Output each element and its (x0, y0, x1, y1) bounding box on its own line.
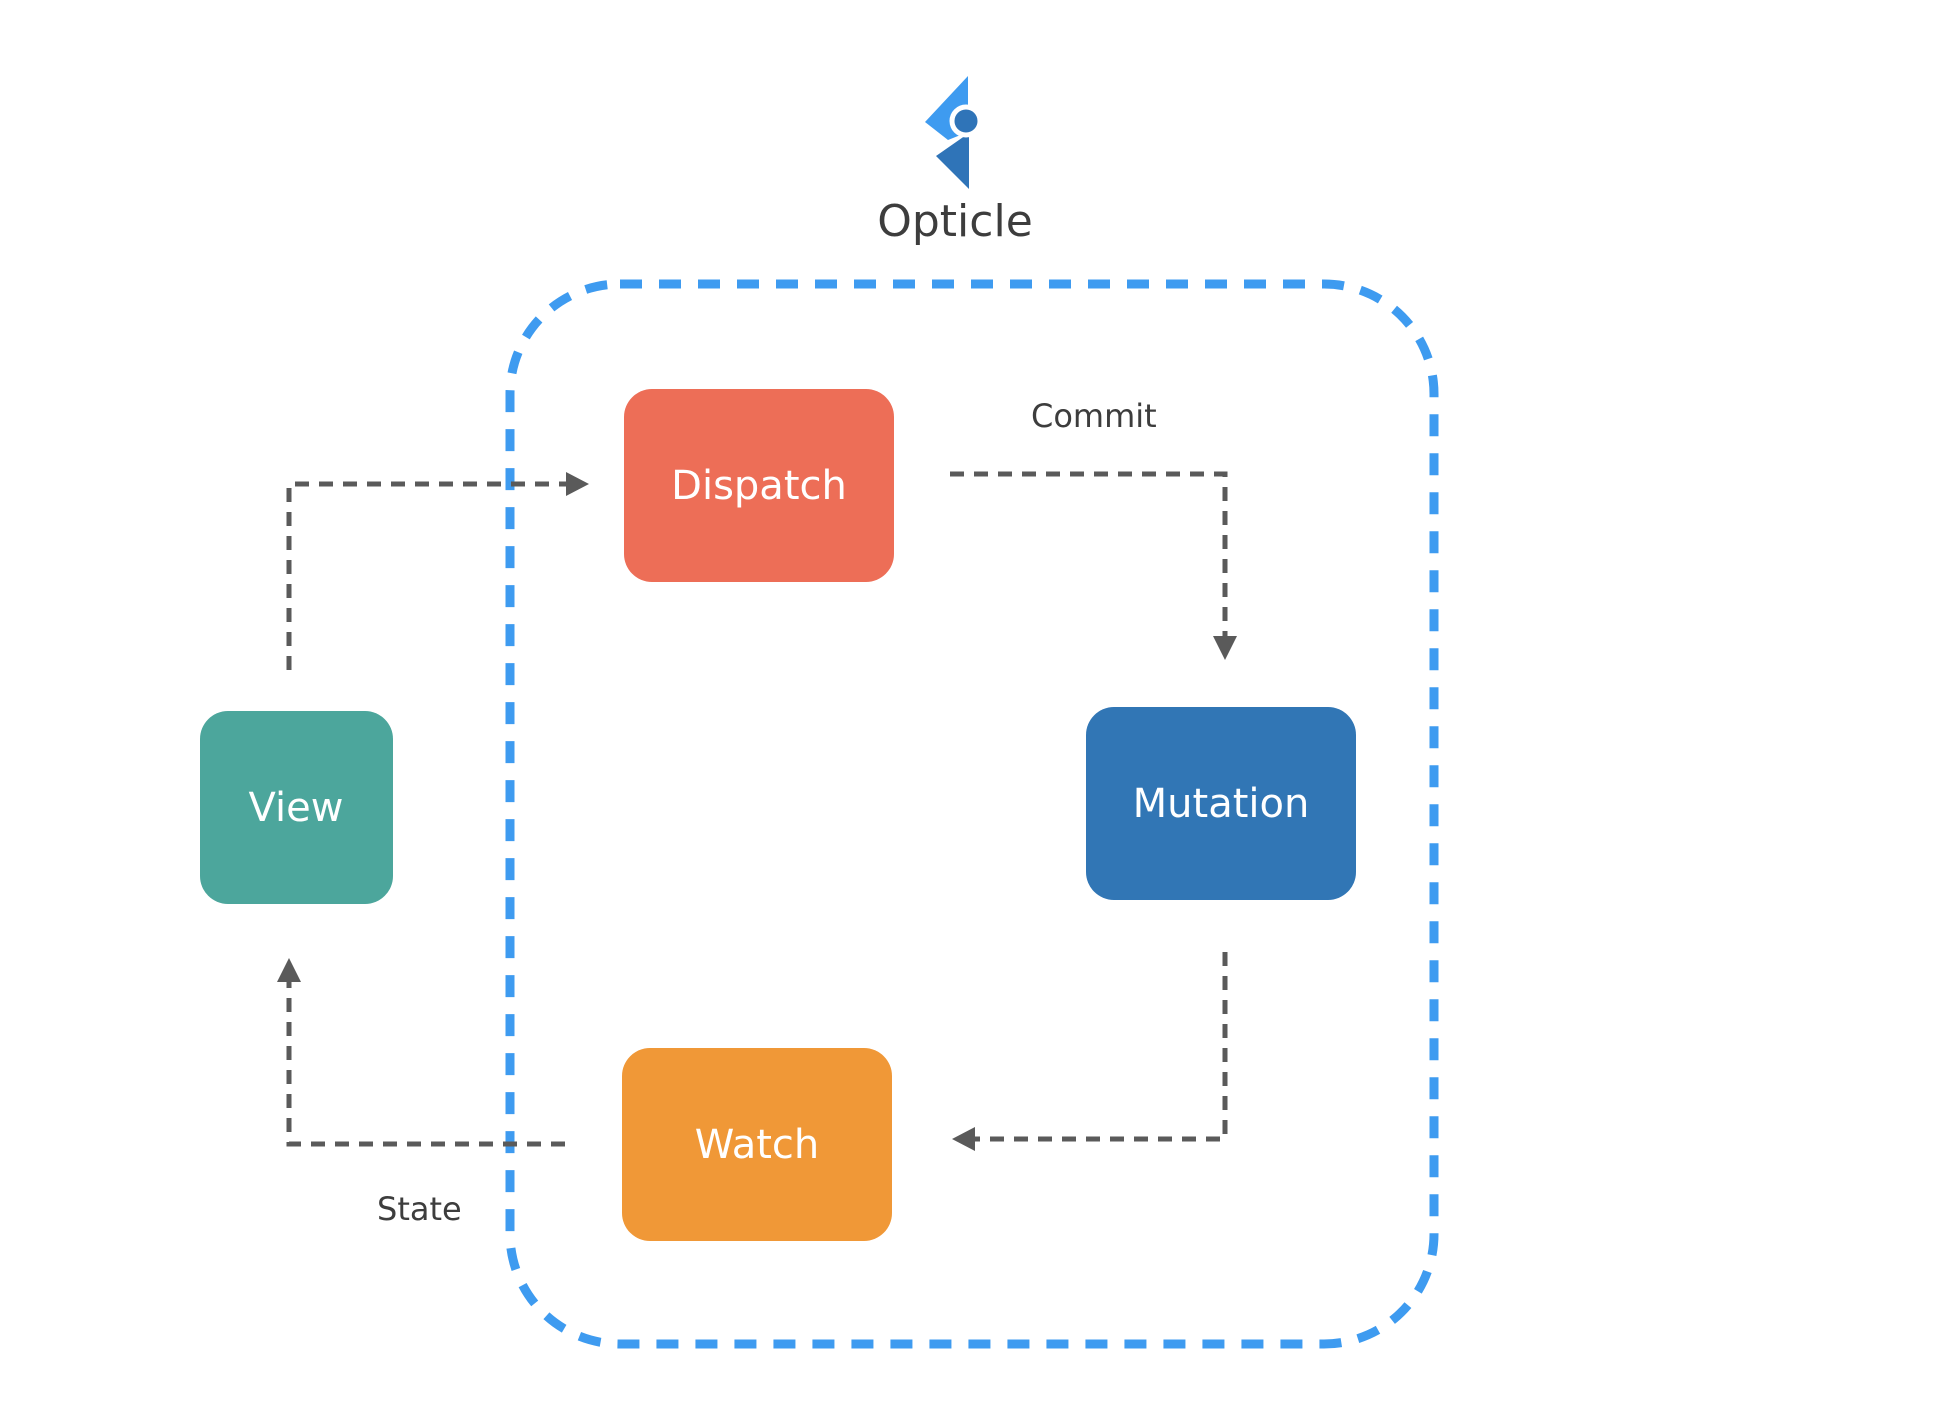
edge-dispatch-to-mutation (950, 471, 1228, 636)
node-watch: Watch (622, 1048, 892, 1241)
node-view-box (200, 711, 393, 904)
node-dispatch: Dispatch (624, 389, 894, 582)
edge-label-commit: Commit (1031, 397, 1157, 435)
node-view: View (200, 711, 393, 904)
arrowhead-dispatch-to-mutation (1213, 636, 1237, 660)
edge-label-state: State (377, 1190, 462, 1228)
arrowhead-watch-to-view (277, 958, 301, 982)
store-boundary (505, 279, 1439, 1349)
edge-view-to-dispatch (286, 481, 566, 670)
node-watch-label: Watch (695, 1122, 820, 1168)
logo-title: Opticle (877, 196, 1033, 247)
arrowhead-view-to-dispatch (566, 472, 589, 496)
node-mutation-label: Mutation (1133, 781, 1310, 827)
opticle-logo-icon (925, 76, 983, 189)
node-mutation-box (1086, 707, 1356, 900)
logo-lower-wing-shape (936, 133, 969, 189)
edge-watch-to-view (286, 982, 565, 1147)
node-dispatch-box (624, 389, 894, 582)
node-dispatch-label: Dispatch (671, 463, 847, 509)
node-mutation: Mutation (1086, 707, 1356, 900)
logo-dot-shape (949, 104, 983, 138)
arrowhead-mutation-to-watch (952, 1127, 975, 1151)
node-view-label: View (249, 785, 344, 831)
node-watch-box (622, 1048, 892, 1241)
edge-mutation-to-watch (975, 952, 1228, 1142)
